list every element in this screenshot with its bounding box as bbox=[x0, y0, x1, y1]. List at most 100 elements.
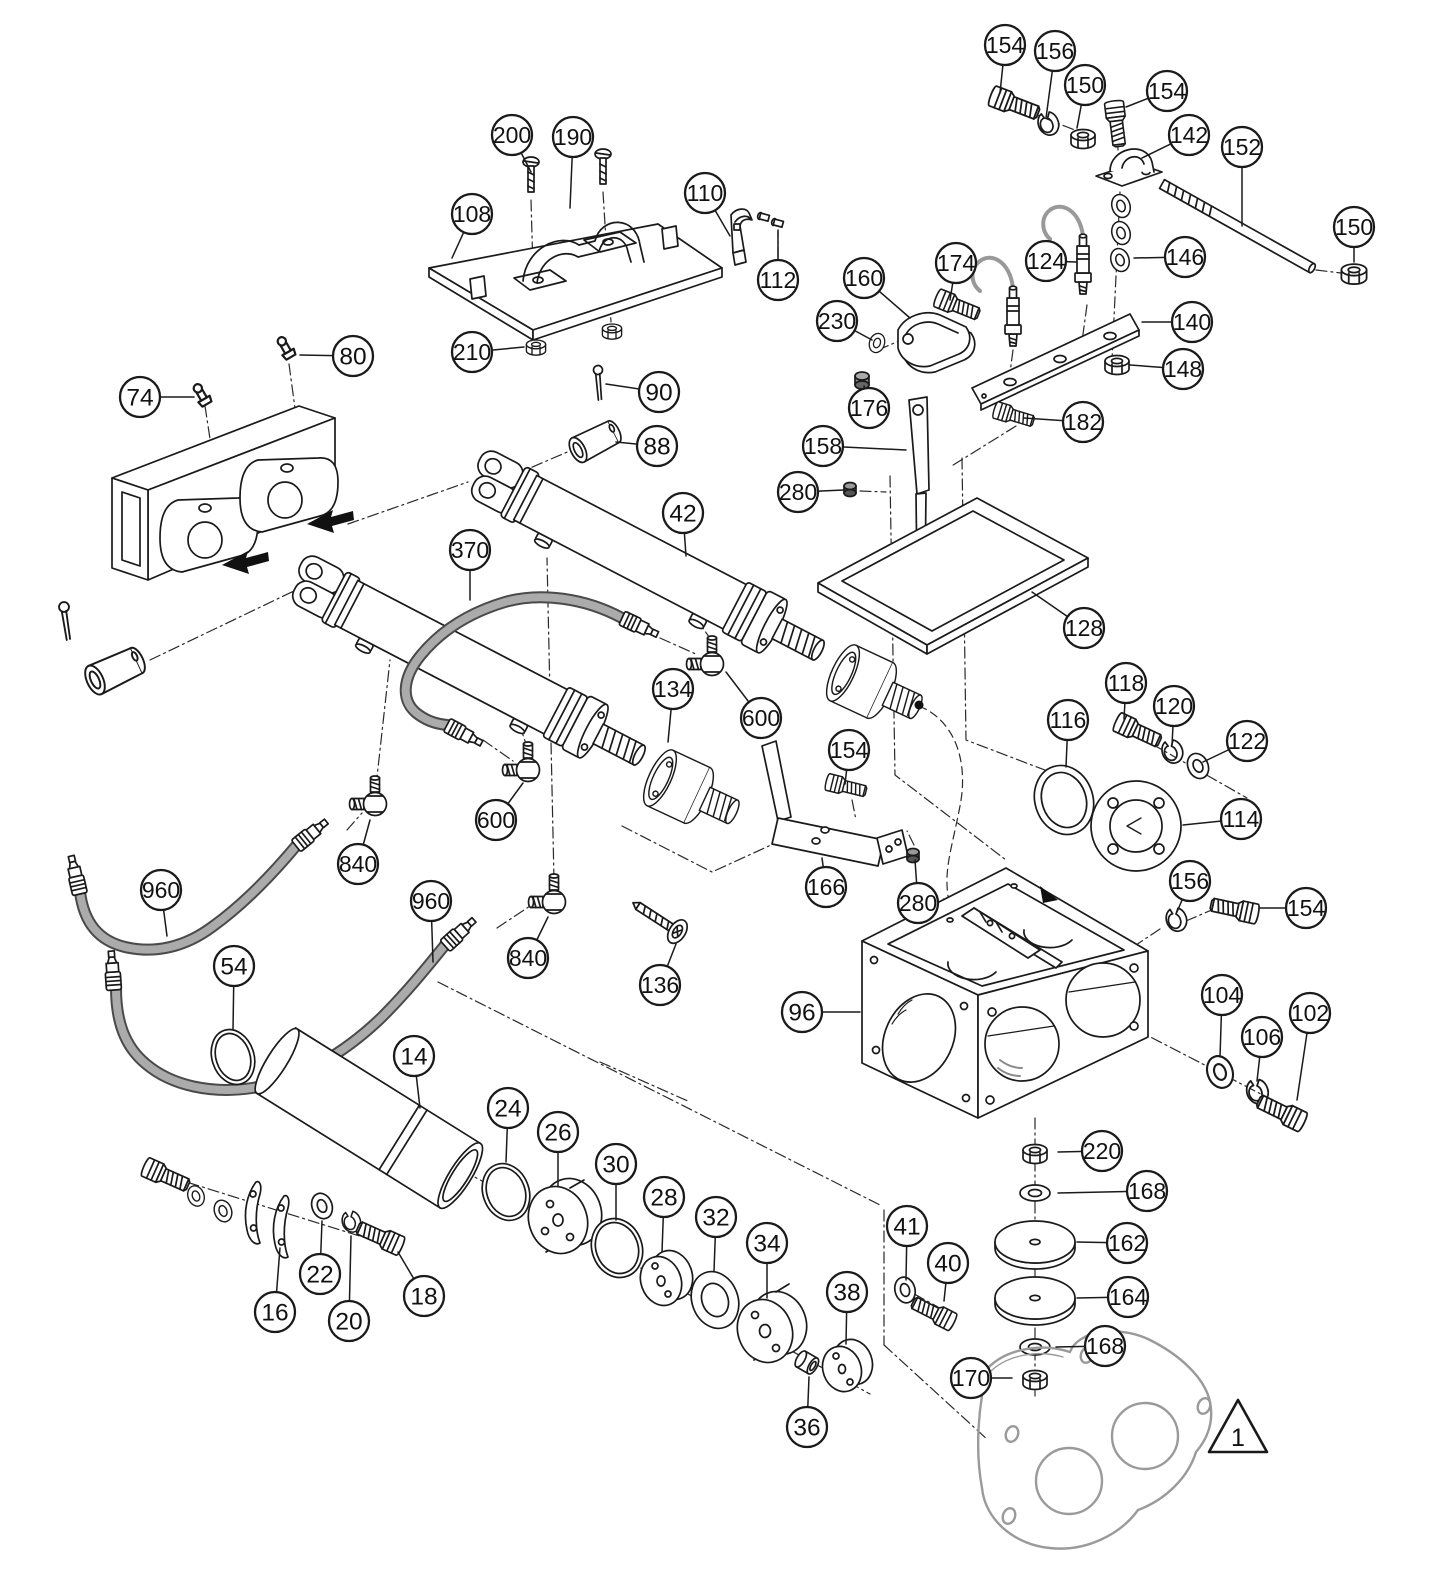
artwork-root: 1 20019011011210821080749088423701541561… bbox=[58, 23, 1376, 1550]
callout-balloon-128-30 bbox=[1062, 606, 1106, 650]
hydraulic-cylinder-lower bbox=[277, 548, 658, 790]
washer-168 bbox=[1019, 1184, 1051, 1202]
clevis-pin bbox=[80, 642, 150, 699]
callout-balloon-16-71 bbox=[253, 1290, 297, 1334]
hydraulic-cylinder-upper bbox=[456, 443, 837, 685]
callout-balloon-140-21 bbox=[1170, 300, 1214, 344]
callout-balloon-102-52 bbox=[1288, 991, 1332, 1035]
callout-balloon-116-34 bbox=[1046, 698, 1090, 742]
callout-balloon-840-41 bbox=[336, 842, 380, 886]
hose-fitting bbox=[63, 853, 89, 897]
hex-nut-170 bbox=[1022, 1369, 1048, 1391]
callout-balloon-960-42 bbox=[139, 868, 183, 912]
callout-balloon-114-35 bbox=[1219, 797, 1263, 841]
latch bbox=[730, 208, 753, 266]
callout-balloon-134-38 bbox=[651, 667, 695, 711]
callout-balloon-80-6 bbox=[331, 334, 375, 378]
callout-balloon-154-37 bbox=[1284, 886, 1328, 930]
callout-balloon-14-62 bbox=[392, 1034, 436, 1078]
handle-screw bbox=[594, 148, 612, 185]
insert-arrow-icon bbox=[222, 551, 269, 574]
washer-122 bbox=[1182, 749, 1214, 783]
isolator-disc-162 bbox=[994, 1220, 1076, 1270]
warning-number: 1 bbox=[1231, 1424, 1245, 1452]
set-screw-dot bbox=[914, 700, 924, 710]
o-ring-30 bbox=[590, 1217, 644, 1279]
plug-280 bbox=[906, 847, 920, 864]
callout-balloon-38-69 bbox=[825, 1270, 869, 1314]
lever-assembly bbox=[817, 287, 1089, 655]
callout-balloon-136-48 bbox=[638, 963, 682, 1007]
flange-114 bbox=[1090, 780, 1182, 872]
washer bbox=[210, 1196, 236, 1226]
handle bbox=[513, 221, 645, 291]
callout-balloon-280-47 bbox=[896, 881, 940, 925]
clevis-lug-lower bbox=[159, 497, 259, 573]
cover-plate-assembly bbox=[428, 148, 785, 356]
callout-balloon-20-73 bbox=[327, 1299, 371, 1343]
coupler-134 bbox=[636, 744, 750, 843]
callout-balloon-120-32 bbox=[1152, 684, 1196, 728]
callout-balloon-600-39 bbox=[739, 696, 783, 740]
washer-146 bbox=[1107, 245, 1133, 275]
callout-balloon-220-53 bbox=[1080, 1129, 1124, 1173]
hose-fitting bbox=[290, 814, 332, 853]
hex-bolt-118 bbox=[1110, 711, 1165, 752]
callout-balloon-146-20 bbox=[1163, 235, 1207, 279]
seal-ring-116 bbox=[1033, 764, 1095, 836]
lock-washer-156 bbox=[1162, 904, 1191, 935]
plug-176 bbox=[854, 371, 870, 390]
hex-nut-220 bbox=[1022, 1143, 1048, 1165]
callout-balloon-154-15 bbox=[1145, 69, 1189, 113]
hex-bolt-40 bbox=[907, 1292, 960, 1333]
end-plate-38 bbox=[821, 1338, 874, 1393]
construction-lines bbox=[147, 109, 1342, 1441]
callout-balloon-36-70 bbox=[785, 1405, 829, 1449]
callout-balloon-960-43 bbox=[409, 879, 453, 923]
callout-balloon-104-50 bbox=[1200, 973, 1244, 1017]
callout-balloon-280-29 bbox=[776, 470, 820, 514]
shim-plate-16 bbox=[244, 1180, 262, 1245]
elbow-fitting-600 bbox=[501, 741, 541, 783]
callout-balloon-18-74 bbox=[402, 1274, 446, 1318]
grease-fitting-74 bbox=[189, 380, 214, 409]
callout-balloon-210-5 bbox=[450, 330, 494, 374]
callout-balloon-166-46 bbox=[804, 865, 848, 909]
elbow-fitting-840 bbox=[527, 873, 567, 915]
callout-balloon-182-28 bbox=[1061, 400, 1105, 444]
callout-balloon-370-11 bbox=[448, 528, 492, 572]
callout-balloon-32-67 bbox=[694, 1195, 738, 1239]
callout-balloon-154-45 bbox=[827, 728, 871, 772]
callout-balloon-160-23 bbox=[842, 256, 886, 300]
tie-rod-152 bbox=[1158, 178, 1317, 274]
hex-bolt-154 bbox=[986, 84, 1043, 125]
washer-146 bbox=[1108, 191, 1134, 221]
callout-balloon-168-54 bbox=[1125, 1169, 1169, 1213]
clamp-rod-assembly bbox=[970, 84, 1368, 411]
callout-balloon-74-7 bbox=[118, 375, 162, 419]
callout-balloon-40-60 bbox=[926, 1241, 970, 1285]
handle-nut bbox=[525, 339, 547, 356]
callout-balloon-110-2 bbox=[683, 171, 727, 215]
hose-fitting bbox=[102, 949, 123, 992]
hitch-mount-assembly bbox=[58, 333, 354, 699]
elbow-fitting-840 bbox=[348, 775, 388, 817]
backup-ring-32 bbox=[690, 1270, 740, 1330]
callout-balloon-30-65 bbox=[594, 1142, 638, 1186]
callout-balloon-96-49 bbox=[780, 990, 824, 1034]
plug-280 bbox=[843, 481, 857, 498]
callout-balloon-28-66 bbox=[642, 1175, 686, 1219]
callout-balloon-164-56 bbox=[1106, 1275, 1150, 1319]
washer-104 bbox=[1201, 1051, 1239, 1093]
pump-box-96 bbox=[861, 867, 1149, 1119]
handle-screw bbox=[522, 156, 540, 193]
callout-balloon-152-17 bbox=[1220, 125, 1264, 169]
callout-balloon-150-14 bbox=[1063, 63, 1107, 107]
callout-balloon-24-63 bbox=[486, 1086, 530, 1130]
flow-arrow-icon bbox=[1040, 886, 1058, 903]
hex-bolt-18 bbox=[353, 1217, 407, 1257]
callout-balloon-122-33 bbox=[1225, 719, 1269, 763]
mount-stack-group bbox=[891, 1143, 1076, 1391]
